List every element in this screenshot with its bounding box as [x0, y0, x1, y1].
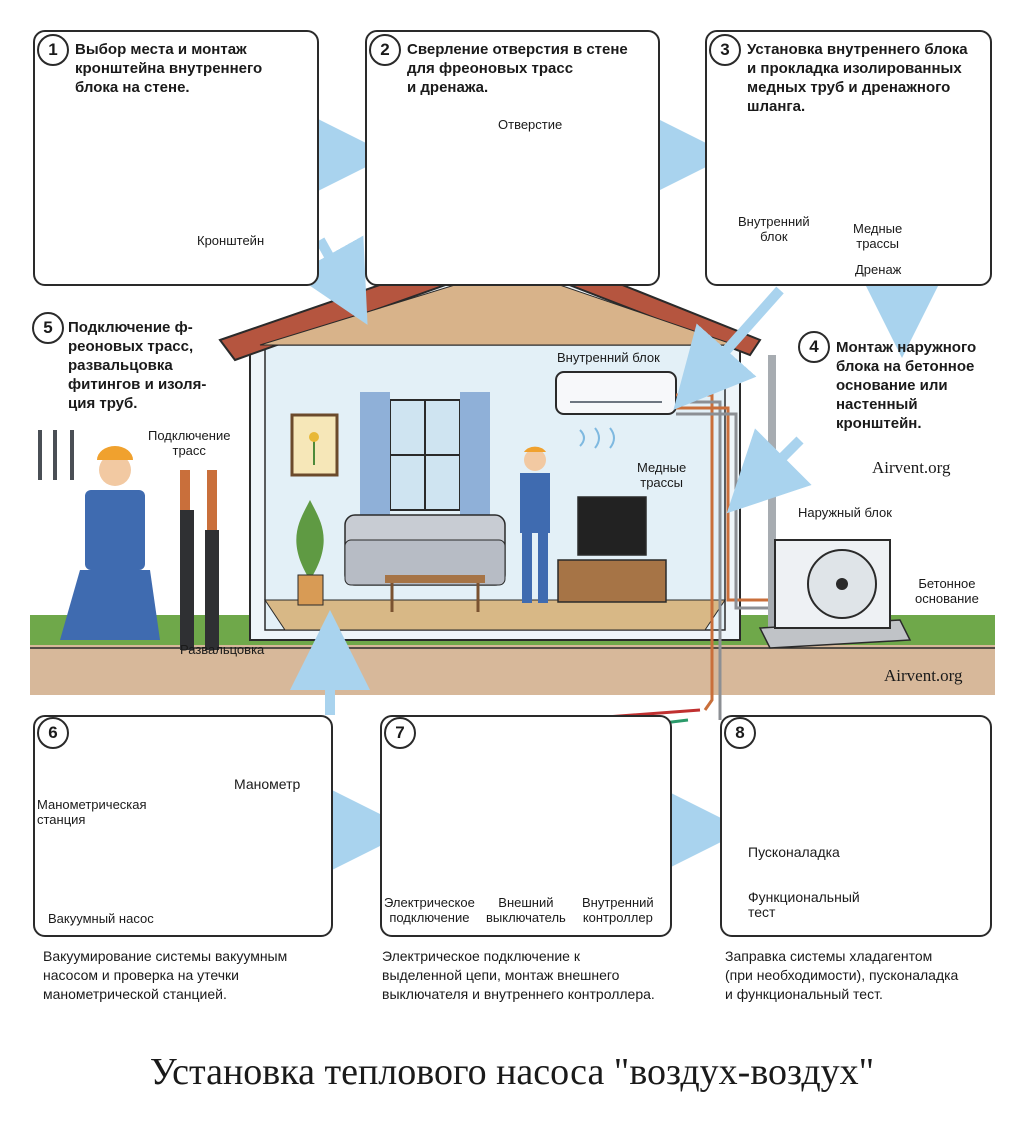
coffee-table [385, 575, 485, 612]
step-text-8: Заправка системы хладагентом (при необхо… [725, 948, 959, 1002]
label-gauge-station: Манометрическая станция [37, 797, 147, 827]
label-copper-lines-house: Медные трассы [637, 460, 687, 490]
sofa [344, 514, 506, 586]
step-number-6: 6 [37, 717, 69, 749]
panel-step7 [380, 715, 672, 937]
step-text-3: Установка внутреннего блока и прокладка … [747, 41, 968, 115]
step-number-4: 4 [798, 331, 830, 363]
step-text-4: Монтаж наружного блока на бетонное основ… [836, 339, 977, 432]
panel-step2 [365, 30, 660, 286]
label-flaring: Развальцовка [180, 642, 265, 657]
panel-step8 [720, 715, 992, 937]
label-indoor-unit-step3: Внутренний блок [738, 214, 810, 244]
step-text-2: Сверление отверстия в стене для фреоновы… [407, 41, 628, 96]
tv-stand [557, 496, 667, 603]
label-drain: Дренаж [855, 262, 902, 277]
step-text-1: Выбор места и монтаж кронштейна внутренн… [75, 41, 263, 96]
step-text-6: Вакуумирование системы вакуумным насосом… [43, 948, 288, 1002]
step-number-1: 1 [37, 34, 69, 66]
label-functional-test: Функциональный тест [748, 889, 860, 920]
step-number-2: 2 [369, 34, 401, 66]
worker-step5 [60, 446, 219, 650]
watermark-bottom: Airvent.org [884, 666, 963, 685]
label-hole: Отверстие [498, 117, 563, 132]
step-number-7: 7 [384, 717, 416, 749]
person-in-room [520, 446, 550, 603]
window [360, 392, 490, 517]
label-vacuum-pump: Вакуумный насос [48, 911, 154, 926]
label-controller: Внутренний контроллер [582, 895, 654, 925]
step-text-5: Подключение ф- реоновых трасс, развальцо… [68, 319, 207, 412]
label-indoor-unit-house: Внутренний блок [557, 350, 660, 365]
step-number-8: 8 [724, 717, 756, 749]
label-external-switch: Внешний выключатель [486, 895, 566, 925]
label-outdoor-unit: Наружный блок [798, 505, 892, 520]
outdoor-unit [758, 539, 912, 649]
label-electrical: Электрическое подключение [384, 895, 475, 925]
panel-step3 [705, 30, 992, 286]
plant [296, 500, 324, 606]
label-line-connection: Подключение трасс [148, 428, 231, 458]
label-copper-lines-step3: Медные трассы [853, 221, 903, 251]
page-title: Установка теплового насоса "воздух-возду… [149, 1051, 875, 1093]
step-number-5: 5 [32, 312, 64, 344]
watermark-top: Airvent.org [872, 458, 951, 477]
panel-step6 [33, 715, 333, 937]
label-manometer: Манометр [234, 776, 301, 792]
label-bracket: Кронштейн [197, 233, 265, 248]
panel-step1 [33, 30, 319, 286]
step-text-7: Электрическое подключение к выделенной ц… [382, 948, 655, 1002]
label-commissioning: Пусконаладка [748, 844, 840, 860]
picture-frame [290, 413, 339, 477]
step-number-3: 3 [709, 34, 741, 66]
indoor-unit-house [555, 371, 677, 449]
label-concrete-base: Бетонное основание [915, 576, 979, 606]
flow-arrows [290, 115, 942, 870]
tools-step5 [38, 430, 74, 480]
